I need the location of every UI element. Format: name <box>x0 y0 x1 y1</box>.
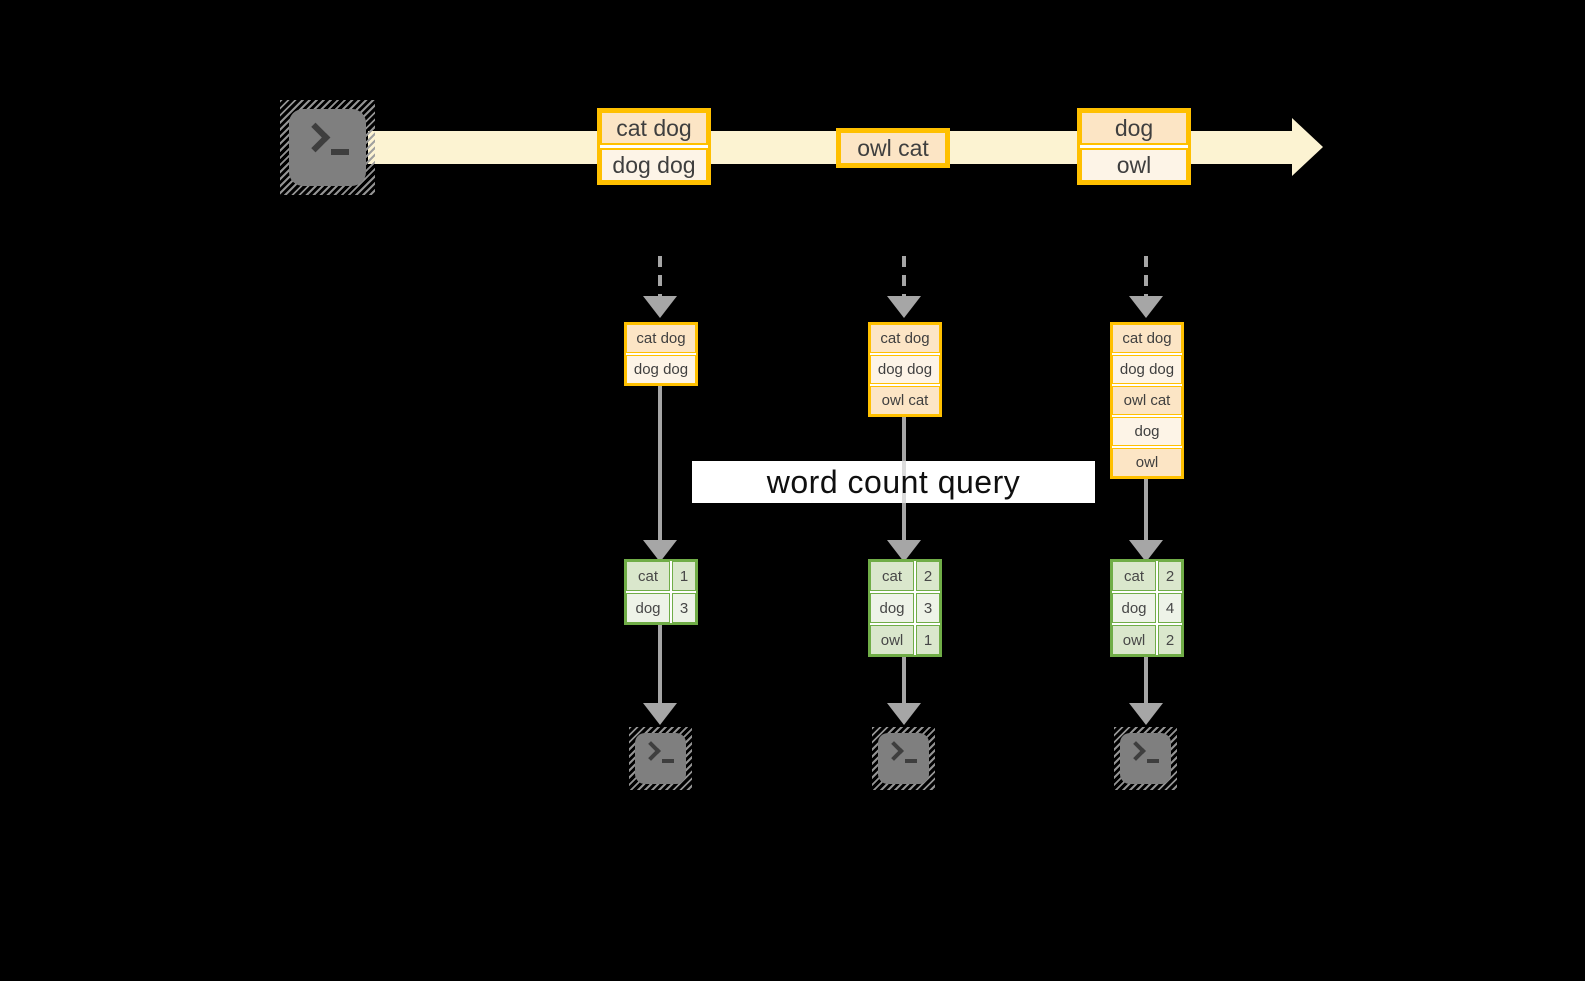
ingest-arrow-head <box>887 296 921 318</box>
buffer-stack-3: cat dog dog dog owl cat dog owl <box>1110 322 1184 479</box>
result-table-1: cat 1 dog 3 <box>624 559 698 625</box>
buffer-record: dog <box>1112 417 1182 446</box>
stream-record: owl cat <box>839 131 947 165</box>
output-arrow-head <box>887 703 921 725</box>
stream-record: dog <box>1080 111 1188 145</box>
query-label: word count query <box>692 461 1095 503</box>
query-arrow-head <box>643 540 677 562</box>
word-cell: dog <box>626 593 670 623</box>
output-arrow-line <box>902 657 906 705</box>
query-label-text: word count query <box>766 463 1021 500</box>
word-cell: cat <box>1112 561 1156 591</box>
query-arrow-line <box>1144 478 1148 544</box>
output-arrow-line <box>658 625 662 705</box>
count-cell: 3 <box>916 593 940 623</box>
ingest-arrow-dashed-line <box>1144 256 1148 298</box>
buffer-stack-2: cat dog dog dog owl cat <box>868 322 942 417</box>
terminal-screen <box>1120 733 1171 784</box>
prompt-chevron-icon <box>300 122 331 153</box>
prompt-underscore-icon <box>662 759 674 763</box>
prompt-chevron-icon <box>884 741 904 761</box>
prompt-underscore-icon <box>331 149 349 155</box>
word-cell: dog <box>1112 593 1156 623</box>
buffer-record: dog dog <box>870 355 940 384</box>
count-cell: 1 <box>916 625 940 655</box>
count-cell: 2 <box>916 561 940 591</box>
buffer-record: cat dog <box>870 324 940 353</box>
buffer-record: dog dog <box>1112 355 1182 384</box>
word-cell: owl <box>870 625 914 655</box>
buffer-stack-1: cat dog dog dog <box>624 322 698 386</box>
ingest-arrow-dashed-line <box>902 256 906 298</box>
terminal-screen <box>289 109 366 186</box>
stream-record: dog dog <box>600 148 708 182</box>
terminal-screen <box>878 733 929 784</box>
stream-record: owl <box>1080 148 1188 182</box>
output-arrow-head <box>1129 703 1163 725</box>
word-cell: cat <box>626 561 670 591</box>
buffer-record: dog dog <box>626 355 696 384</box>
sink-terminal-icon-2 <box>872 727 935 790</box>
result-table-2: cat 2 dog 3 owl 1 <box>868 559 942 657</box>
stream-batch-1: cat dog dog dog <box>597 108 711 185</box>
output-arrow-line <box>1144 657 1148 705</box>
count-cell: 4 <box>1158 593 1182 623</box>
ingest-arrow-head <box>1129 296 1163 318</box>
stream-record: cat dog <box>600 111 708 145</box>
output-arrow-head <box>643 703 677 725</box>
sink-terminal-icon-3 <box>1114 727 1177 790</box>
prompt-underscore-icon <box>1147 759 1159 763</box>
word-cell: owl <box>1112 625 1156 655</box>
query-arrow-line <box>658 386 662 544</box>
prompt-chevron-icon <box>1126 741 1146 761</box>
prompt-chevron-icon <box>641 741 661 761</box>
buffer-record: cat dog <box>1112 324 1182 353</box>
ingest-arrow-head <box>643 296 677 318</box>
prompt-underscore-icon <box>905 759 917 763</box>
count-cell: 3 <box>672 593 696 623</box>
count-cell: 2 <box>1158 561 1182 591</box>
source-terminal-icon <box>280 100 375 195</box>
count-cell: 1 <box>672 561 696 591</box>
stream-batch-2: owl cat <box>836 128 950 168</box>
buffer-record: owl cat <box>1112 386 1182 415</box>
stream-batch-3: dog owl <box>1077 108 1191 185</box>
query-arrow-head <box>1129 540 1163 562</box>
buffer-record: owl <box>1112 448 1182 477</box>
buffer-record: cat dog <box>626 324 696 353</box>
result-table-3: cat 2 dog 4 owl 2 <box>1110 559 1184 657</box>
query-arrow-line-through-label <box>902 461 906 503</box>
buffer-record: owl cat <box>870 386 940 415</box>
word-cell: dog <box>870 593 914 623</box>
terminal-screen <box>635 733 686 784</box>
word-cell: cat <box>870 561 914 591</box>
ingest-arrow-dashed-line <box>658 256 662 298</box>
count-cell: 2 <box>1158 625 1182 655</box>
stream-arrow-head <box>1292 118 1323 176</box>
query-arrow-head <box>887 540 921 562</box>
sink-terminal-icon-1 <box>629 727 692 790</box>
